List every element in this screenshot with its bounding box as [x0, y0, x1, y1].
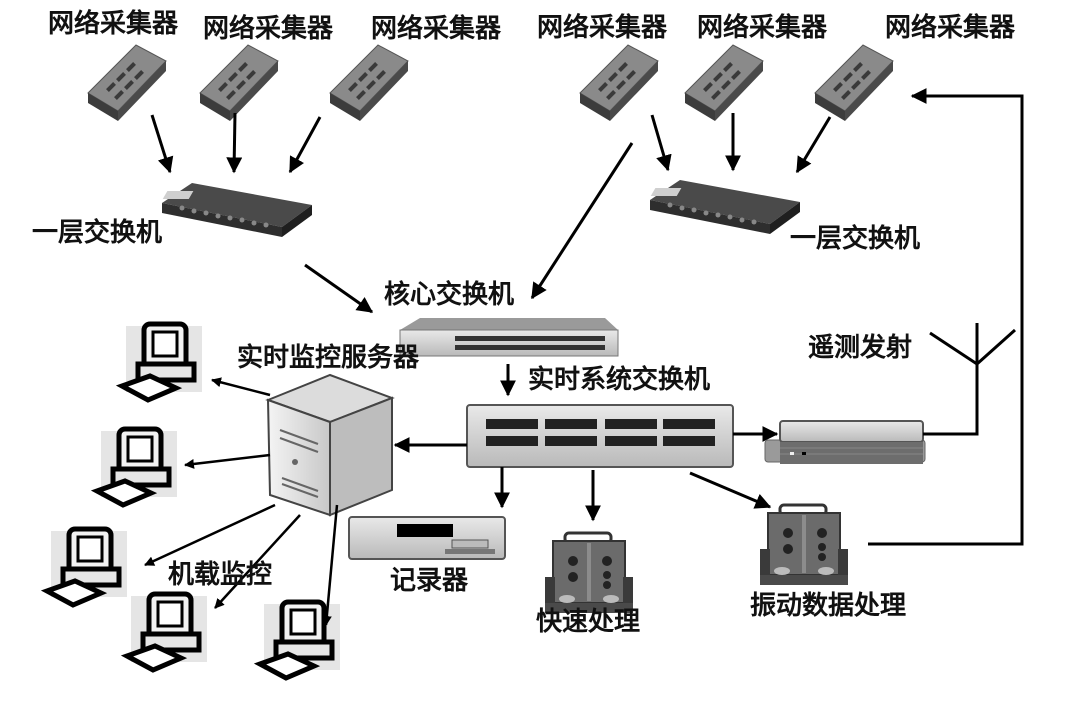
realtime-switch-label: 实时系统交换机 — [528, 364, 710, 395]
monitor-pc-1 — [122, 324, 202, 400]
layer1-switch-left-device — [162, 183, 312, 237]
collector-label-4: 网络采集器 — [537, 12, 668, 43]
layer1-switch-right-device — [650, 180, 800, 234]
collector-device-4 — [579, 44, 659, 122]
realtime-server-label: 实时监控服务器 — [237, 342, 420, 373]
core-switch-device — [399, 318, 619, 357]
layer1-switch-right-label: 一层交换机 — [790, 223, 920, 254]
collector-device-5 — [684, 44, 764, 122]
collector-label-3: 网络采集器 — [371, 13, 502, 44]
layer1-switch-left-label: 一层交换机 — [32, 217, 162, 248]
collector-device-1 — [87, 44, 167, 122]
realtime-server-device — [265, 373, 395, 517]
recorder-device — [348, 516, 506, 560]
collector-label-1: 网络采集器 — [48, 8, 179, 39]
vibration-processing-device — [758, 503, 850, 587]
collector-device-6 — [814, 44, 894, 122]
telemetry-label: 遥测发射 — [808, 332, 912, 363]
monitor-pc-2 — [97, 429, 177, 505]
recorder-label: 记录器 — [390, 566, 469, 596]
server-to-pc-arrows — [144, 377, 339, 626]
collector-device-2 — [199, 44, 279, 122]
fast-processing-device — [543, 531, 635, 615]
airborne-monitor-label: 机载监控 — [168, 560, 272, 590]
collector-label-5: 网络采集器 — [697, 12, 828, 43]
fast-processing-label: 快速处理 — [536, 607, 640, 637]
monitor-pc-4 — [127, 594, 207, 670]
antenna-icon — [923, 323, 1017, 436]
monitor-pc-3 — [47, 529, 127, 605]
switch-to-processing-arrows — [494, 467, 772, 522]
collector-label-2: 网络采集器 — [203, 13, 334, 44]
to-core-switch-arrows — [304, 142, 634, 314]
collector-device-3 — [329, 44, 409, 122]
telemetry-transmitter-device — [764, 420, 926, 464]
vibration-processing-label: 振动数据处理 — [750, 591, 906, 621]
collector-to-switch-arrows — [150, 112, 832, 174]
feedback-loop-arrow — [868, 88, 1024, 546]
collector-label-6: 网络采集器 — [885, 12, 1016, 43]
realtime-switch-device — [466, 404, 734, 468]
core-switch-label: 核心交换机 — [384, 279, 514, 310]
